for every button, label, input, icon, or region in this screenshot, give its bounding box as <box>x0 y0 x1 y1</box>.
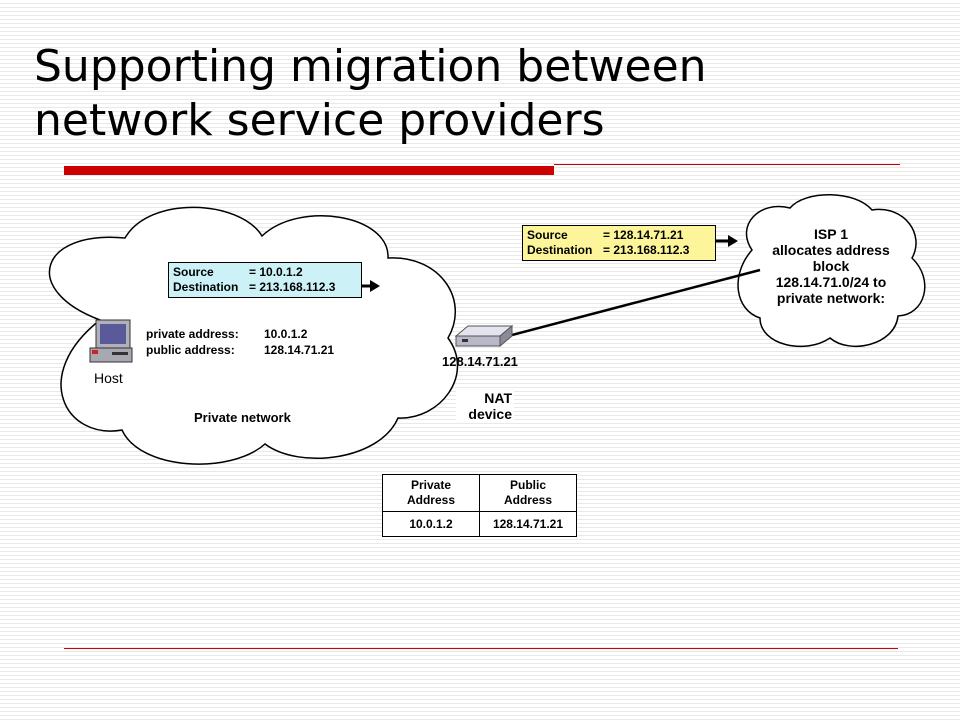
host-private-address-label: private address: <box>146 327 239 341</box>
host-private-address-row: private address: 10.0.1.2 <box>146 326 334 342</box>
host-public-address-value: 128.14.71.21 <box>264 343 335 357</box>
private-packet-destination-value: = 213.168.112.3 <box>249 280 336 294</box>
isp-line-3: block <box>812 258 850 274</box>
public-packet-destination-label: Destination <box>527 243 593 257</box>
nat-table-header-private-line-1: Private <box>410 478 452 492</box>
title-line-2: network service providers <box>34 95 605 146</box>
nat-device-icon <box>454 324 514 348</box>
host-public-address-label: public address: <box>146 343 235 357</box>
public-packet-header: Source = 128.14.71.21 Destination = 213.… <box>522 225 716 261</box>
host-computer-icon <box>89 319 133 363</box>
private-network-label: Private network <box>194 410 291 425</box>
isp-description: ISP 1 allocates address block 128.14.71.… <box>758 226 904 306</box>
private-packet-source-label: Source <box>173 265 214 279</box>
nat-table-header-public-line-1: Public <box>509 478 546 492</box>
nat-label-line-1: NAT <box>484 390 512 406</box>
nat-table-header-public-line-2: Address <box>503 493 553 507</box>
nat-device-label: NAT device <box>456 390 514 422</box>
host-address-info: private address: 10.0.1.2 public address… <box>146 326 334 358</box>
nat-ip-label: 128.14.71.21 <box>442 354 518 369</box>
public-packet-source-row: Source = 128.14.71.21 <box>527 228 711 243</box>
public-packet-source-label: Source <box>527 228 568 242</box>
public-packet-destination-value: = 213.168.112.3 <box>603 243 690 257</box>
private-packet-source-row: Source = 10.0.1.2 <box>173 265 357 280</box>
host-public-address-row: public address: 128.14.71.21 <box>146 342 334 358</box>
nat-translation-table: Private Address Public Address 10.0.1.2 … <box>382 474 577 537</box>
nat-table-header-row: Private Address Public Address <box>382 474 577 512</box>
nat-isp-link <box>507 268 761 338</box>
public-packet-source-value: = 128.14.71.21 <box>603 228 684 242</box>
private-packet-destination-label: Destination <box>173 280 239 294</box>
title-line-1: Supporting migration between <box>34 41 707 92</box>
isp-line-4: 128.14.71.0/24 to <box>775 274 887 290</box>
private-packet-arrowhead <box>370 280 380 292</box>
title-accent-line <box>554 164 900 165</box>
nat-table-header-public: Public Address <box>479 474 577 512</box>
host-private-address-value: 10.0.1.2 <box>264 327 308 341</box>
nat-table-row: 10.0.1.2 128.14.71.21 <box>382 511 577 537</box>
nat-label-line-2: device <box>468 406 512 422</box>
isp-line-1: ISP 1 <box>814 226 848 242</box>
private-packet-destination-row: Destination = 213.168.112.3 <box>173 280 357 295</box>
title-accent-bar <box>64 166 554 175</box>
nat-table-header-private-line-2: Address <box>406 493 456 507</box>
public-packet-arrowhead <box>728 235 738 247</box>
nat-table-private-value: 10.0.1.2 <box>382 511 480 537</box>
footer-divider <box>64 648 898 649</box>
isp-line-2: allocates address <box>772 242 890 258</box>
isp-cloud <box>737 194 926 348</box>
nat-table-public-value: 128.14.71.21 <box>479 511 577 537</box>
nat-table-header-private: Private Address <box>382 474 480 512</box>
slide-title: Supporting migration between network ser… <box>34 40 934 148</box>
private-packet-source-value: = 10.0.1.2 <box>249 265 303 279</box>
private-packet-header: Source = 10.0.1.2 Destination = 213.168.… <box>168 262 362 298</box>
isp-line-5: private network: <box>776 290 886 306</box>
public-packet-destination-row: Destination = 213.168.112.3 <box>527 243 711 258</box>
host-label: Host <box>94 370 123 386</box>
